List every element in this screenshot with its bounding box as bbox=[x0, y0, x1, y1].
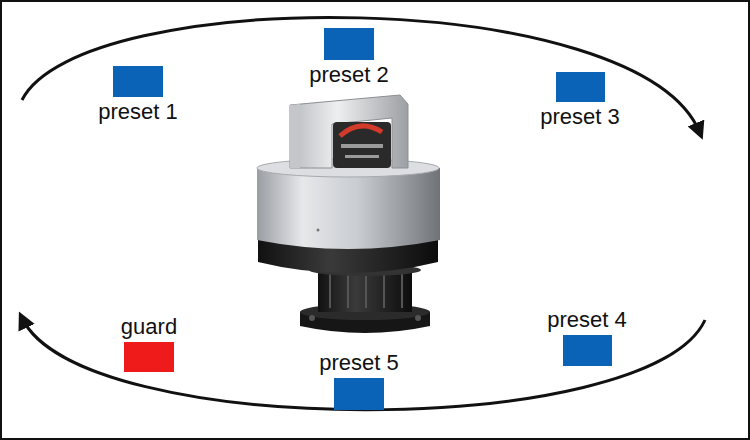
preset-square bbox=[556, 72, 605, 102]
preset-square bbox=[334, 378, 384, 410]
preset-label: preset 2 bbox=[309, 63, 389, 87]
preset-position: preset 3 bbox=[540, 72, 620, 129]
pan-tilt-head bbox=[257, 95, 440, 333]
preset-square bbox=[324, 28, 374, 60]
preset-label: preset 4 bbox=[547, 308, 627, 332]
preset-position: preset 4 bbox=[547, 308, 627, 366]
preset-square bbox=[563, 335, 612, 366]
guard-square bbox=[124, 342, 174, 372]
preset-position: preset 2 bbox=[309, 28, 389, 87]
preset-label: preset 1 bbox=[98, 100, 178, 124]
preset-square bbox=[113, 66, 163, 97]
guard-position: guard bbox=[121, 315, 177, 372]
guard-label: guard bbox=[121, 315, 177, 339]
preset-label: preset 5 bbox=[319, 351, 399, 375]
preset-position: preset 5 bbox=[319, 351, 399, 410]
preset-position: preset 1 bbox=[98, 66, 178, 124]
preset-label: preset 3 bbox=[540, 105, 620, 129]
